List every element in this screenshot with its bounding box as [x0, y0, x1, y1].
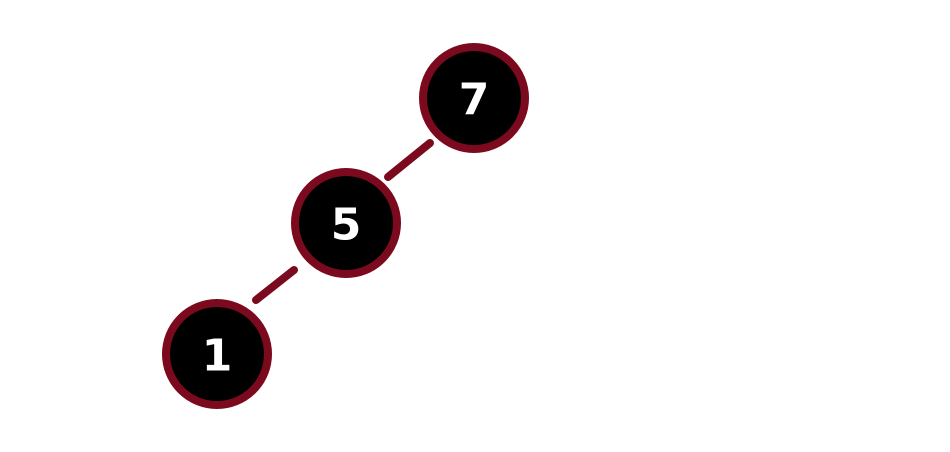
node-circle	[291, 168, 401, 278]
edge-5-1	[252, 266, 298, 304]
tree-node-1: 1	[162, 299, 272, 409]
tree-node-7: 7	[419, 43, 529, 153]
node-circle	[162, 299, 272, 409]
node-circle	[419, 43, 529, 153]
tree-node-5: 5	[291, 168, 401, 278]
node-label: 5	[331, 200, 362, 251]
edge-7-5	[384, 139, 434, 181]
node-label: 7	[459, 75, 490, 126]
node-label: 1	[202, 331, 233, 382]
